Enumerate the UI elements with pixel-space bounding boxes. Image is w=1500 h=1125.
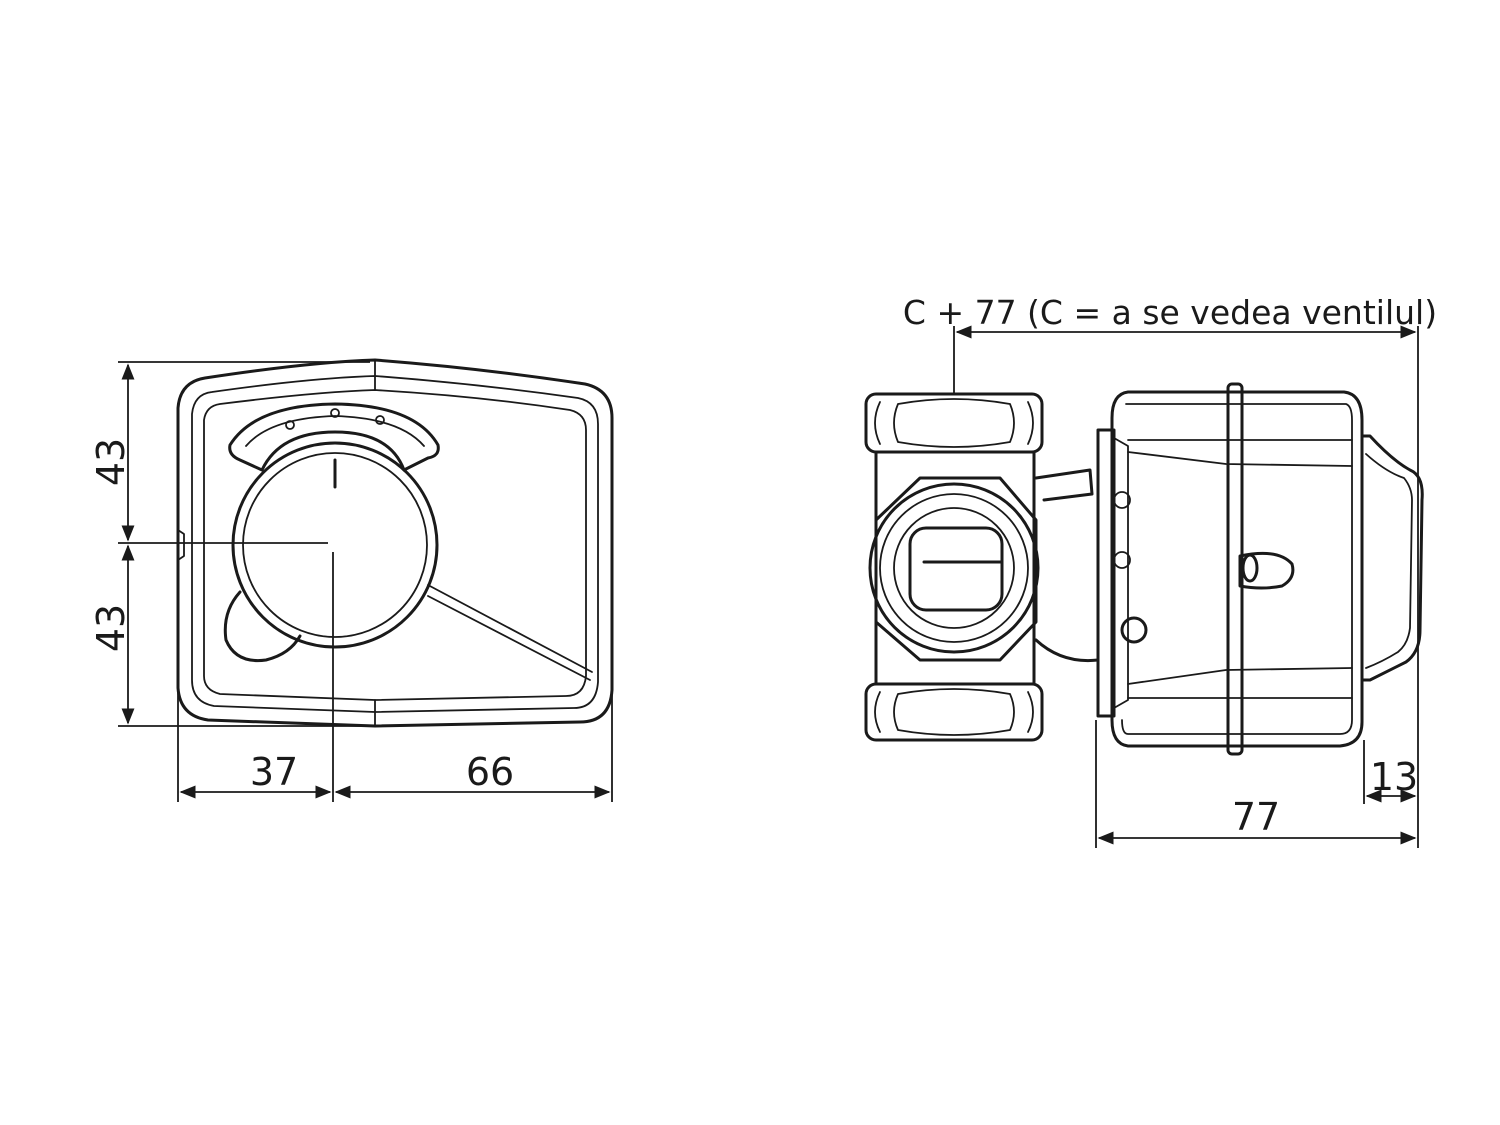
side-view: [864, 382, 1424, 756]
actuator-cap: [1360, 434, 1424, 682]
front-lever: [223, 590, 302, 663]
front-cable-2: [427, 595, 591, 681]
front-housing-inner: [191, 375, 599, 713]
valve-stem: [1034, 468, 1094, 502]
front-scale-arc: [228, 402, 440, 472]
front-scale-dot-2: [330, 408, 340, 418]
front-dimensions: 43 43 37 66: [89, 361, 613, 802]
valve-side-port: [868, 476, 1040, 662]
front-edge-notch: [177, 529, 185, 561]
front-view: [118, 358, 614, 802]
front-scale-dot-1: [285, 420, 295, 430]
valve-neck: [1034, 626, 1100, 663]
actuator-screw-3: [1120, 616, 1148, 644]
side-dim-knob-label: 13: [1370, 755, 1418, 799]
side-dim-overall-label: C + 77 (C = a se vedea ventilul): [903, 293, 1437, 332]
actuator-screw-2: [1113, 551, 1131, 569]
front-knob-outer: [231, 441, 439, 649]
front-dim-upper-label: 43: [89, 438, 133, 486]
side-dimensions: C + 77 (C = a se vedea ventilul) 77 13: [903, 293, 1437, 848]
front-housing-inner-2: [203, 389, 587, 701]
valve-flange-top: [864, 392, 1044, 454]
front-dim-right-label: 66: [466, 750, 514, 794]
actuator-top-wedge: [1127, 451, 1353, 467]
actuator-screw-1: [1113, 491, 1131, 509]
front-dim-left-label: 37: [250, 750, 298, 794]
actuator-lever-pin: [1241, 553, 1259, 583]
valve-flange-bottom: [864, 682, 1044, 742]
actuator-housing-inner: [1121, 403, 1353, 735]
actuator-bottom-wedge: [1127, 667, 1353, 685]
actuator-lever: [1238, 551, 1295, 590]
front-dim-lower-label: 43: [89, 604, 133, 652]
front-cable-1: [427, 584, 593, 673]
actuator-mount-plate: [1096, 428, 1116, 718]
actuator-mount-plate-2: [1113, 437, 1129, 709]
side-dim-depth-label: 77: [1232, 795, 1280, 839]
actuator-housing: [1110, 390, 1364, 748]
front-knob-inner: [242, 452, 428, 638]
front-scale-dot-3: [375, 415, 385, 425]
front-scale-arc-inner: [245, 415, 425, 447]
actuator-cap-inner: [1365, 453, 1413, 669]
